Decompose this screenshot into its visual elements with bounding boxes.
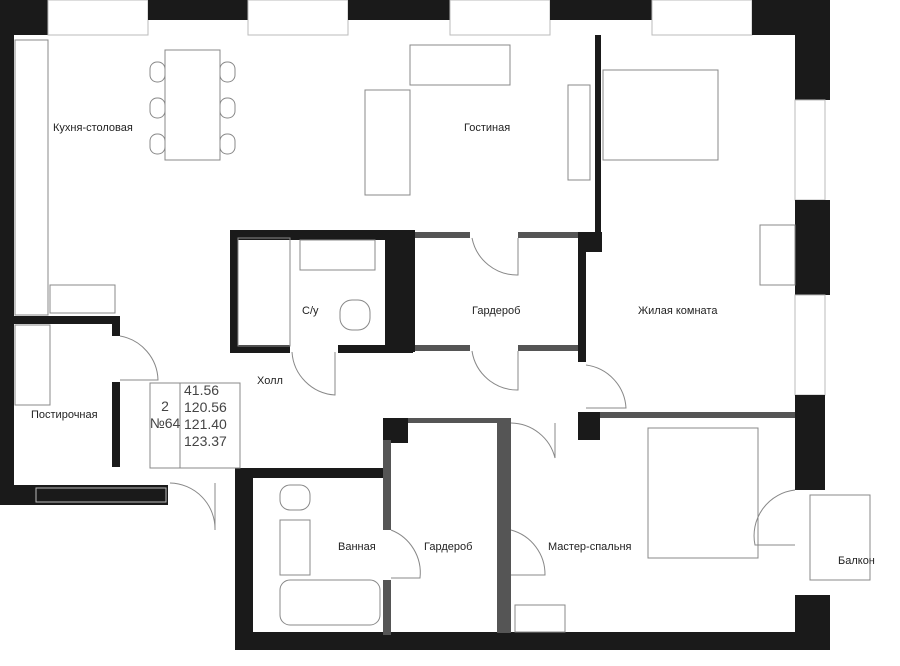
rooms-count: 2 — [161, 398, 169, 414]
room-label-master-bedroom: Мастер-спальня — [548, 541, 632, 553]
room-label-bedroom: Жилая комната — [638, 305, 718, 317]
furniture — [14, 39, 871, 633]
doors — [119, 237, 796, 579]
area-value: 121.40 — [184, 416, 227, 432]
room-label-kitchen: Кухня-столовая — [53, 122, 133, 134]
apartment-number: №64 — [150, 415, 181, 431]
room-label-wc: С/у — [302, 305, 319, 317]
room-label-wardrobe-2: Гардероб — [424, 541, 472, 553]
inner-walls — [12, 35, 795, 635]
apartment-info: 2 №64 41.56 120.56 121.40 123.37 — [150, 382, 227, 449]
outer-walls — [0, 0, 830, 650]
room-label-laundry: Постирочная — [31, 409, 98, 421]
room-label-wardrobe: Гардероб — [472, 305, 520, 317]
room-label-living: Гостиная — [464, 122, 510, 134]
room-label-hall: Холл — [257, 375, 283, 387]
area-value: 120.56 — [184, 399, 227, 415]
room-label-bathroom: Ванная — [338, 541, 376, 553]
room-label-balcony: Балкон — [838, 555, 875, 567]
area-value: 41.56 — [184, 382, 219, 398]
area-value: 123.37 — [184, 433, 227, 449]
